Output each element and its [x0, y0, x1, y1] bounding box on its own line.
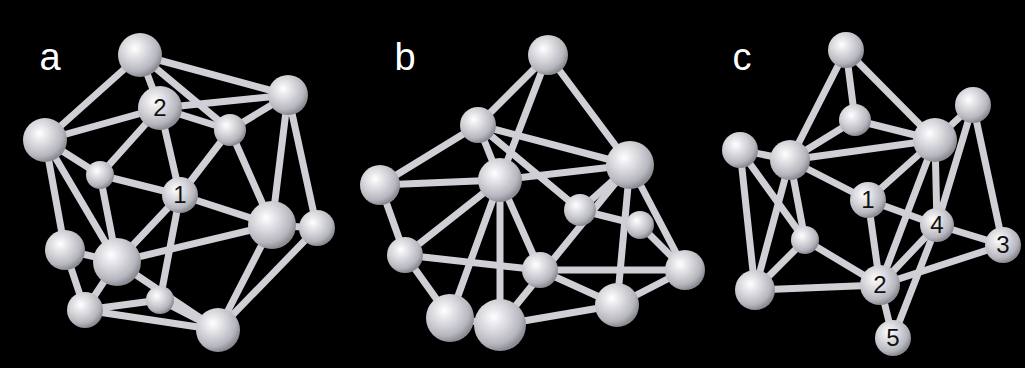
atom-number: 4	[930, 213, 943, 237]
atom-number: 5	[886, 326, 899, 350]
atom-number: 2	[873, 273, 886, 297]
atom-spheres	[23, 32, 1021, 356]
atom-number: 1	[861, 188, 874, 212]
atom-number: 3	[996, 233, 1009, 257]
atom-number: 1	[173, 183, 186, 207]
panel-letter: b	[394, 38, 415, 76]
bond-sticks	[45, 50, 1003, 338]
atom-number: 2	[153, 96, 166, 120]
panel-letter: c	[733, 38, 752, 76]
panel-letter: a	[39, 38, 60, 76]
